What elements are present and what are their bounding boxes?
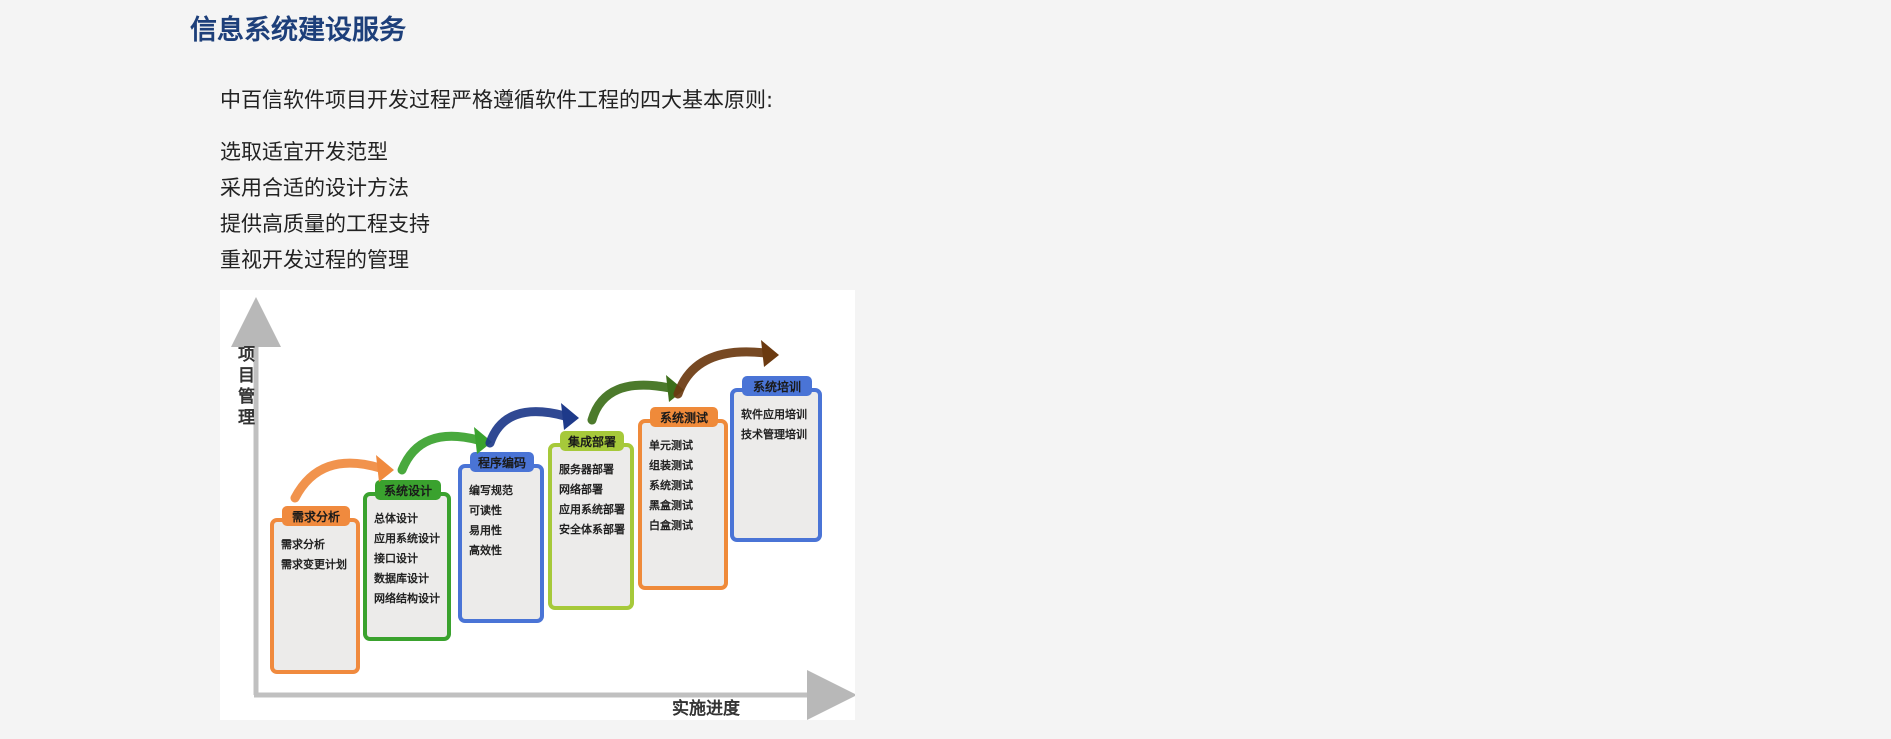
- stage-item: 服务器部署: [559, 462, 614, 476]
- progress-arrow-head: [761, 340, 779, 367]
- progress-arrow: [485, 407, 570, 448]
- stage-item: 应用系统部署: [559, 502, 625, 516]
- progress-arrow: [587, 380, 675, 425]
- principle-item: 重视开发过程的管理: [220, 248, 409, 272]
- stage-item: 安全体系部署: [559, 522, 625, 536]
- y-axis-label: 项目管理: [238, 345, 255, 428]
- stage-item: 网络结构设计: [374, 591, 440, 605]
- principle-item: 采用合适的设计方法: [220, 176, 409, 200]
- x-axis-label: 实施进度: [672, 698, 741, 719]
- process-diagram: 项目管理 实施进度 需求分析需求分析需求变更计划系统设计总体设计应用系统设计接口…: [220, 290, 855, 720]
- intro-text: 中百信软件项目开发过程严格遵循软件工程的四大基本原则:: [220, 88, 774, 112]
- progress-arrow: [673, 347, 770, 399]
- stage-title: 系统测试: [660, 410, 708, 425]
- progress-arrow: [290, 458, 385, 503]
- stage-item: 需求变更计划: [281, 557, 347, 571]
- stage-item: 软件应用培训: [741, 407, 807, 421]
- stage-title: 需求分析: [292, 509, 340, 524]
- stage-item: 组装测试: [649, 458, 693, 472]
- stage-item: 接口设计: [374, 551, 418, 565]
- progress-arrow-head: [666, 375, 684, 402]
- stage-title-tab: [375, 480, 441, 500]
- stage-title-tab: [650, 407, 718, 427]
- stage-item: 总体设计: [374, 511, 418, 525]
- principle-item: 选取适宜开发范型: [220, 140, 388, 164]
- stage-title: 系统培训: [753, 379, 801, 394]
- stage-item: 技术管理培训: [741, 427, 807, 441]
- stage-title: 集成部署: [567, 434, 616, 449]
- stage-item: 可读性: [469, 503, 502, 517]
- stage-item: 数据库设计: [374, 571, 429, 585]
- stage-title: 系统设计: [384, 483, 432, 498]
- stage-title-tab: [470, 452, 534, 472]
- stage-item: 网络部署: [559, 482, 603, 496]
- stage-title: 程序编码: [478, 455, 526, 470]
- stage-item: 编写规范: [469, 483, 513, 497]
- stage-title-tab: [742, 376, 812, 396]
- stage-item: 易用性: [469, 523, 502, 537]
- stage-item: 系统测试: [649, 478, 693, 492]
- progress-arrow: [397, 431, 483, 475]
- stage-item: 高效性: [469, 543, 502, 557]
- stage-item: 应用系统设计: [374, 531, 440, 545]
- stage-title-tab: [560, 431, 624, 451]
- stage-item: 需求分析: [281, 537, 325, 551]
- stage-item: 白盒测试: [649, 518, 693, 532]
- stage-item: 单元测试: [649, 438, 693, 452]
- principle-item: 提供高质量的工程支持: [220, 212, 430, 236]
- progress-arrow-head: [376, 455, 394, 482]
- process-diagram-svg: 项目管理 实施进度 需求分析需求分析需求变更计划系统设计总体设计应用系统设计接口…: [231, 297, 855, 720]
- stages-layer: 需求分析需求分析需求变更计划系统设计总体设计应用系统设计接口设计数据库设计网络结…: [270, 376, 822, 674]
- page-title: 信息系统建设服务: [190, 15, 406, 46]
- arrows-layer: [290, 340, 779, 503]
- principles-list: 选取适宜开发范型 采用合适的设计方法 提供高质量的工程支持 重视开发过程的管理: [220, 134, 430, 278]
- progress-arrow-head: [561, 403, 579, 430]
- stage-item: 黑盒测试: [649, 498, 693, 512]
- stage-title-tab: [282, 506, 350, 526]
- progress-arrow-head: [474, 427, 492, 454]
